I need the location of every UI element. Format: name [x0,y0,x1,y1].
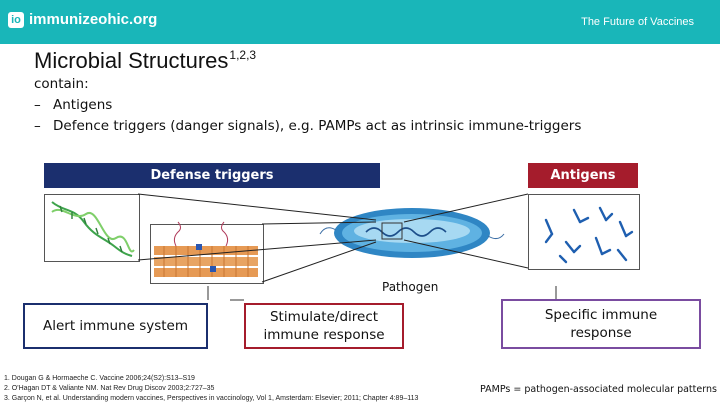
pathogen-label: Pathogen [382,280,439,294]
defense-triggers-bar: Defense triggers [44,163,380,188]
logo-text: immunizeohic.org [29,11,158,28]
antigens-bar: Antigens [528,163,638,188]
reference-3: 3. Garçon N, et al. Understanding modern… [4,395,419,402]
antigen-molecules-icon [544,206,634,264]
slide-title: Microbial Structures1,2,3 [34,48,256,74]
reference-2: 2. O'Hagan DT & Valiante NM. Nat Rev Dru… [4,385,215,392]
reference-1: 1. Dougan G & Hormaeche C. Vaccine 2006;… [4,375,195,382]
slide-title-text: Microbial Structures [34,48,229,73]
alert-immune-system-box: Alert immune system [23,303,208,349]
references: 1. Dougan G & Hormaeche C. Vaccine 2006;… [4,374,418,404]
bacterium-icon [319,208,505,258]
header-bar: io immunizeohic.org The Future of Vaccin… [0,0,720,44]
stimulate-immune-response-box: Stimulate/direct immune response [244,303,404,349]
bullet-text: Antigens [53,97,113,113]
dna-illustration [44,194,140,262]
slide-body: contain: – Antigens – Defence triggers (… [34,74,581,137]
bullet-dash: – [34,118,41,134]
logo[interactable]: io immunizeohic.org [8,11,157,28]
bullet-defence-triggers: – Defence triggers (danger signals), e.g… [34,116,581,137]
connector-lines [137,193,529,283]
logo-mark: io [8,11,24,28]
title-references: 1,2,3 [229,48,257,62]
cell-wall-icon [154,221,258,277]
bullet-antigens: – Antigens [34,95,581,116]
section-title: The Future of Vaccines [581,16,694,28]
dna-helix-icon [51,201,135,257]
bullet-dash: – [34,97,41,113]
bullet-text: Defence triggers (danger signals), e.g. … [53,118,582,134]
pamps-footnote: PAMPs = pathogen-associated molecular pa… [480,384,717,395]
antigen-molecules-illustration [528,194,640,270]
intro-text: contain: [34,76,89,92]
specific-immune-response-box: Specific immune response [501,299,701,349]
arrows [207,286,557,301]
